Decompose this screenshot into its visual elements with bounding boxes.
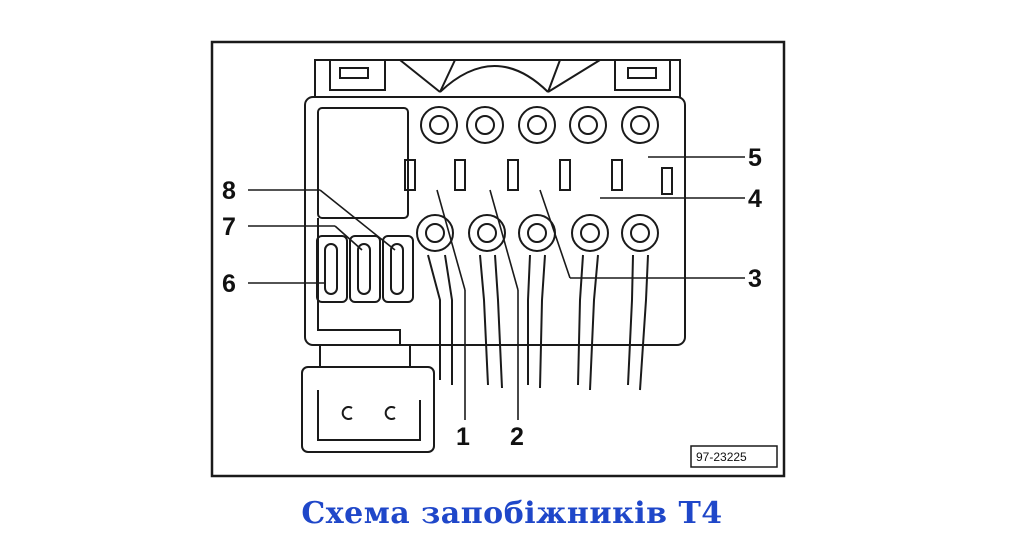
callout-1: 1 [456, 423, 470, 451]
callout-6: 6 [222, 270, 236, 298]
callout-4: 4 [748, 185, 762, 213]
bottom-terminal-nuts [416, 214, 659, 252]
top-terminal-nuts [420, 106, 659, 144]
callout-3: 3 [748, 265, 762, 293]
callout-7: 7 [222, 213, 236, 241]
strip-fuses [404, 159, 673, 195]
callout-2: 2 [510, 423, 524, 451]
callout-5: 5 [748, 144, 762, 172]
cables [427, 254, 649, 391]
small-fuses [316, 235, 414, 303]
figure-code-box [690, 445, 778, 468]
caption: Схема запобіжників T4 [301, 496, 723, 531]
fuse-box-housing [304, 96, 686, 346]
figure-code: 97-23225 [696, 450, 747, 464]
leader-lines [248, 156, 745, 420]
callout-8: 8 [222, 177, 236, 205]
relay-area [317, 107, 409, 219]
figure-frame [210, 40, 786, 478]
connector-plug [301, 344, 435, 453]
top-bracket [314, 59, 681, 97]
